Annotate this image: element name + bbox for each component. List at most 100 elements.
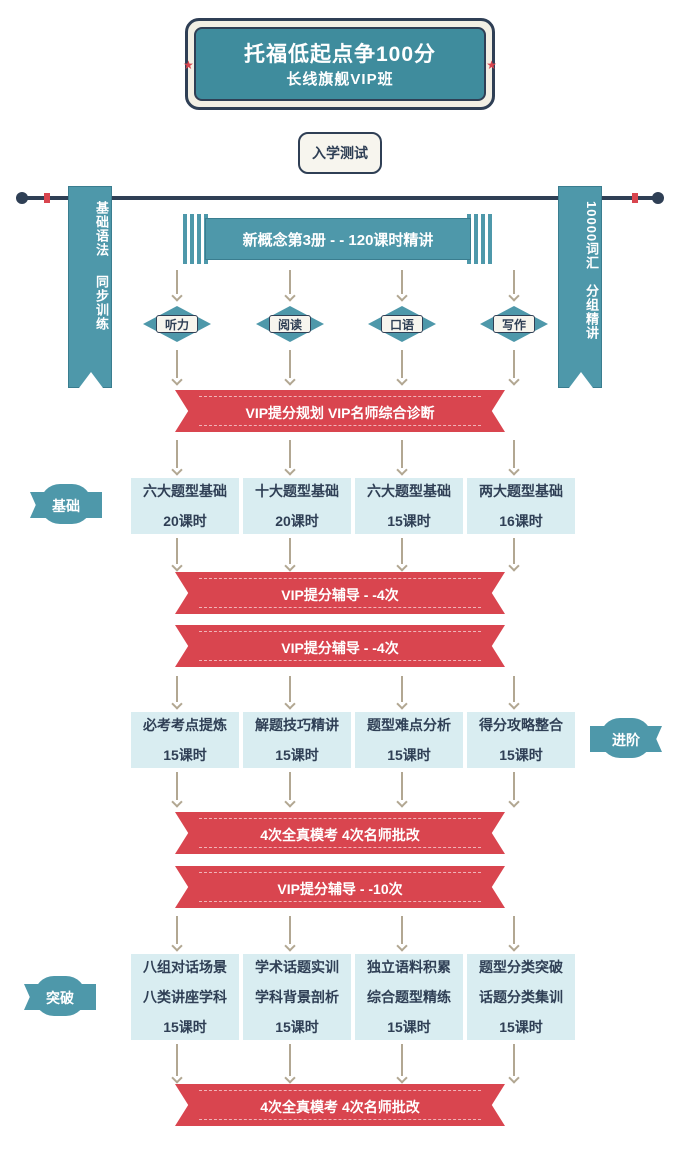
basic-course-row: 六大题型基础 20课时 十大题型基础 20课时 六大题型基础 15课时 两大题型… [131,478,575,534]
ribbon-vip-tutoring-1: VIP提分辅导 - -4次 [175,572,505,614]
course-hours: 20课时 [163,513,207,529]
stage-label: 进阶 [612,732,640,748]
skill-label: 写作 [501,318,526,332]
course-cell: 必考考点提炼 15课时 [131,712,239,768]
advanced-course-row: 必考考点提炼 15课时 解题技巧精讲 15课时 题型难点分析 15课时 得分攻略… [131,712,575,768]
skill-listening: 听力 [143,306,211,342]
skill-label: 阅读 [277,318,302,332]
stage-badge-breakthrough: 突破 [24,976,96,1016]
course-hours: 15课时 [275,1019,319,1035]
rod-end-right [652,192,664,204]
course-cell: 得分攻略整合 15课时 [467,712,575,768]
course-hours: 15课时 [387,747,431,763]
arrow-down-icon [396,676,408,710]
arrow-down-icon [284,538,296,572]
skill-writing: 写作 [480,306,548,342]
course-cell: 独立语料积累 综合题型精练 15课时 [355,954,463,1040]
ribbon-vip-tutoring-2: VIP提分辅导 - -4次 [175,625,505,667]
course-name: 话题分类集训 [479,989,563,1005]
arrow-down-icon [508,772,520,808]
ribbon-text: 4次全真模考 4次名师批改 [260,1099,420,1115]
course-cell: 两大题型基础 16课时 [467,478,575,534]
arrow-down-icon [396,350,408,386]
arrow-down-icon [508,1044,520,1084]
arrow-down-icon [284,676,296,710]
course-cell: 学术话题实训 学科背景剖析 15课时 [243,954,351,1040]
ribbon-text: VIP提分辅导 - -10次 [277,881,403,897]
stage-label: 基础 [52,498,80,514]
title-main: 托福低起点争100分 [243,43,437,66]
rod-end-left [16,192,28,204]
course-cell: 六大题型基础 20课时 [131,478,239,534]
ribbon-text: VIP提分辅导 - -4次 [281,587,399,603]
top-course-text: 新概念第3册 - - 120课时精讲 [242,232,434,249]
course-hours: 15课时 [387,1019,431,1035]
right-ribbon-text-1: 10000词汇 [584,201,599,271]
ribbon-text: VIP提分辅导 - -4次 [281,640,399,656]
arrow-down-icon [284,350,296,386]
course-cell: 题型分类突破 话题分类集训 15课时 [467,954,575,1040]
left-ribbon-text-1: 基础语法 [94,201,109,257]
arrow-down-icon [284,440,296,476]
skill-reading: 阅读 [256,306,324,342]
hanging-rod [22,196,658,200]
arrow-down-icon [396,916,408,952]
arrow-down-icon [508,538,520,572]
left-side-ribbon: 基础语法 同步训练 [68,186,112,388]
ribbon-mock-exams-1: 4次全真模考 4次名师批改 [175,812,505,854]
course-hours: 15课时 [275,747,319,763]
title-banner: ★ ★ 托福低起点争100分 长线旗舰VIP班 [183,18,497,110]
rod-cap-right [632,193,638,203]
arrow-down-icon [396,270,408,302]
arrow-down-icon [508,440,520,476]
skill-speaking: 口语 [368,306,436,342]
skill-label: 口语 [389,318,414,332]
entrance-test-frame [298,132,382,174]
breakthrough-course-row: 八组对话场景 八类讲座学科 15课时 学术话题实训 学科背景剖析 15课时 独立… [131,954,575,1040]
arrow-down-icon [508,270,520,302]
title-sub: 长线旗舰VIP班 [286,71,394,88]
arrow-down-icon [508,350,520,386]
course-name: 学科背景剖析 [255,989,339,1005]
arrow-down-icon [284,1044,296,1084]
arrow-down-icon [396,772,408,808]
course-name: 十大题型基础 [255,483,339,499]
arrow-down-icon [171,350,183,386]
arrow-down-icon [508,676,520,710]
arrow-down-icon [284,916,296,952]
title-panel [194,27,486,101]
course-cell: 六大题型基础 15课时 [355,478,463,534]
course-name: 独立语料积累 [367,959,451,975]
rod-cap-left [44,193,50,203]
course-cell: 解题技巧精讲 15课时 [243,712,351,768]
stage-badge-advanced: 进阶 [590,718,662,758]
course-name: 题型分类突破 [479,959,563,975]
course-hours: 15课时 [163,1019,207,1035]
course-hours: 16课时 [499,513,543,529]
course-name: 八组对话场景 [143,959,227,975]
top-course-banner: 新概念第3册 - - 120课时精讲 [183,212,493,266]
course-name: 题型难点分析 [367,717,451,733]
ribbon-vip-planning: VIP提分规划 VIP名师综合诊断 [175,390,505,432]
ribbon-mock-exams-2: 4次全真模考 4次名师批改 [175,1084,505,1126]
course-name: 得分攻略整合 [479,717,563,733]
star-icon: ★ [486,58,497,72]
arrow-down-icon [284,270,296,302]
arrow-down-icon [396,538,408,572]
course-cell: 题型难点分析 15课时 [355,712,463,768]
stage-badge-basic: 基础 [30,484,102,524]
arrow-down-icon [396,1044,408,1084]
course-cell: 八组对话场景 八类讲座学科 15课时 [131,954,239,1040]
star-icon: ★ [183,58,194,72]
left-ribbon-text-2: 同步训练 [94,275,109,331]
arrow-down-icon [171,440,183,476]
arrow-down-icon [171,676,183,710]
course-name: 学术话题实训 [255,959,339,975]
course-name: 两大题型基础 [479,483,563,499]
course-name: 六大题型基础 [143,483,227,499]
stage-label: 突破 [46,990,74,1006]
course-name: 必考考点提炼 [143,717,227,733]
arrow-down-icon [508,916,520,952]
arrow-down-icon [171,270,183,302]
ribbon-vip-tutoring-3: VIP提分辅导 - -10次 [175,866,505,908]
